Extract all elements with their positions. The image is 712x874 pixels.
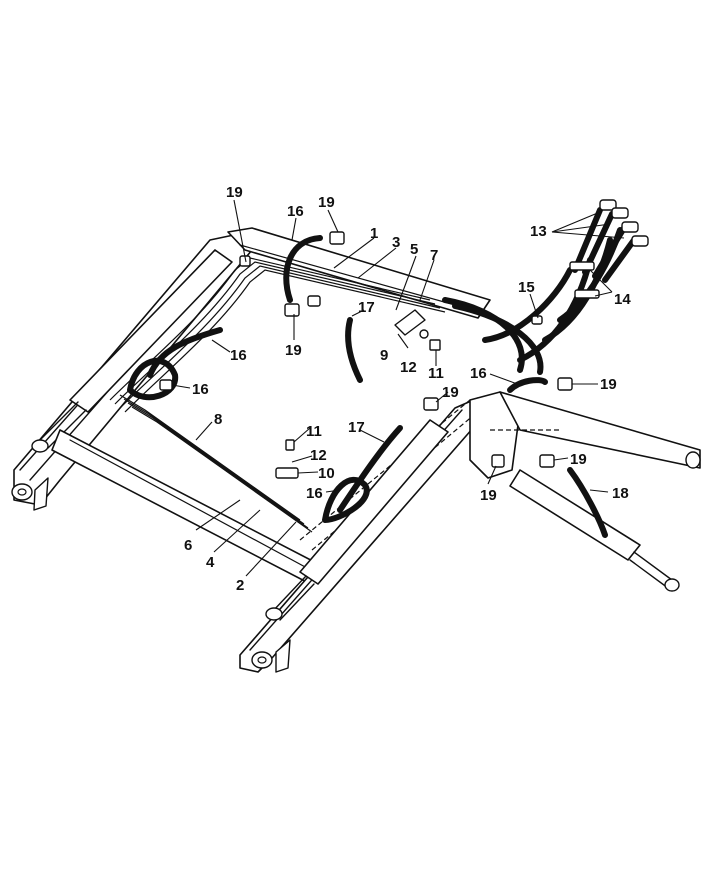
- callout-19-right-top: 19: [600, 376, 617, 393]
- callout-17-left: 16: [230, 347, 247, 364]
- cross-tube: [51, 429, 331, 591]
- callout-4: 4: [206, 554, 215, 571]
- callout-19-mid: 19: [442, 384, 459, 401]
- callout-14: 14: [614, 291, 631, 308]
- callout-16-right: 16: [470, 365, 487, 382]
- leader-lines: [171, 199, 625, 577]
- bucket-cylinder: [509, 469, 680, 592]
- right-lift-cylinder: [265, 419, 449, 621]
- callout-2: 2: [236, 577, 244, 594]
- right-mount-bracket: [469, 391, 701, 479]
- callout-19-top: 19: [318, 194, 335, 211]
- callout-9: 9: [380, 347, 388, 364]
- callout-19-top-left: 19: [226, 184, 243, 201]
- callout-19-bracket: 19: [480, 487, 497, 504]
- callouts: 19 16 19 1 3 5 7 13 14 15 17 19 16 16 9 …: [184, 184, 631, 594]
- callout-11-lower: 11: [306, 423, 322, 440]
- callout-16-lower: 16: [306, 485, 323, 502]
- callout-6: 6: [184, 537, 192, 554]
- callout-1: 1: [370, 225, 378, 242]
- callout-3: 3: [392, 234, 400, 251]
- callout-18-right: 18: [612, 485, 629, 502]
- callout-19-right-mid: 19: [570, 451, 587, 468]
- callout-16-left: 16: [192, 381, 209, 398]
- callout-19-center: 19: [285, 342, 302, 359]
- hydraulic-hoses: [127, 207, 637, 538]
- callout-17-right: 17: [348, 419, 365, 436]
- callout-12-lower: 12: [310, 447, 327, 464]
- callout-10: 10: [318, 465, 335, 482]
- callout-15: 15: [518, 279, 535, 296]
- callout-8: 8: [214, 411, 222, 428]
- fittings: [159, 199, 649, 479]
- callout-7: 7: [430, 247, 438, 264]
- left-lift-cylinder: [31, 249, 233, 453]
- callout-12-upper: 12: [400, 359, 417, 376]
- callout-16-top: 16: [287, 203, 304, 220]
- callout-18-center: 17: [358, 299, 375, 316]
- callout-13: 13: [530, 223, 547, 240]
- callout-5: 5: [410, 241, 418, 258]
- callout-11-upper: 11: [428, 365, 444, 382]
